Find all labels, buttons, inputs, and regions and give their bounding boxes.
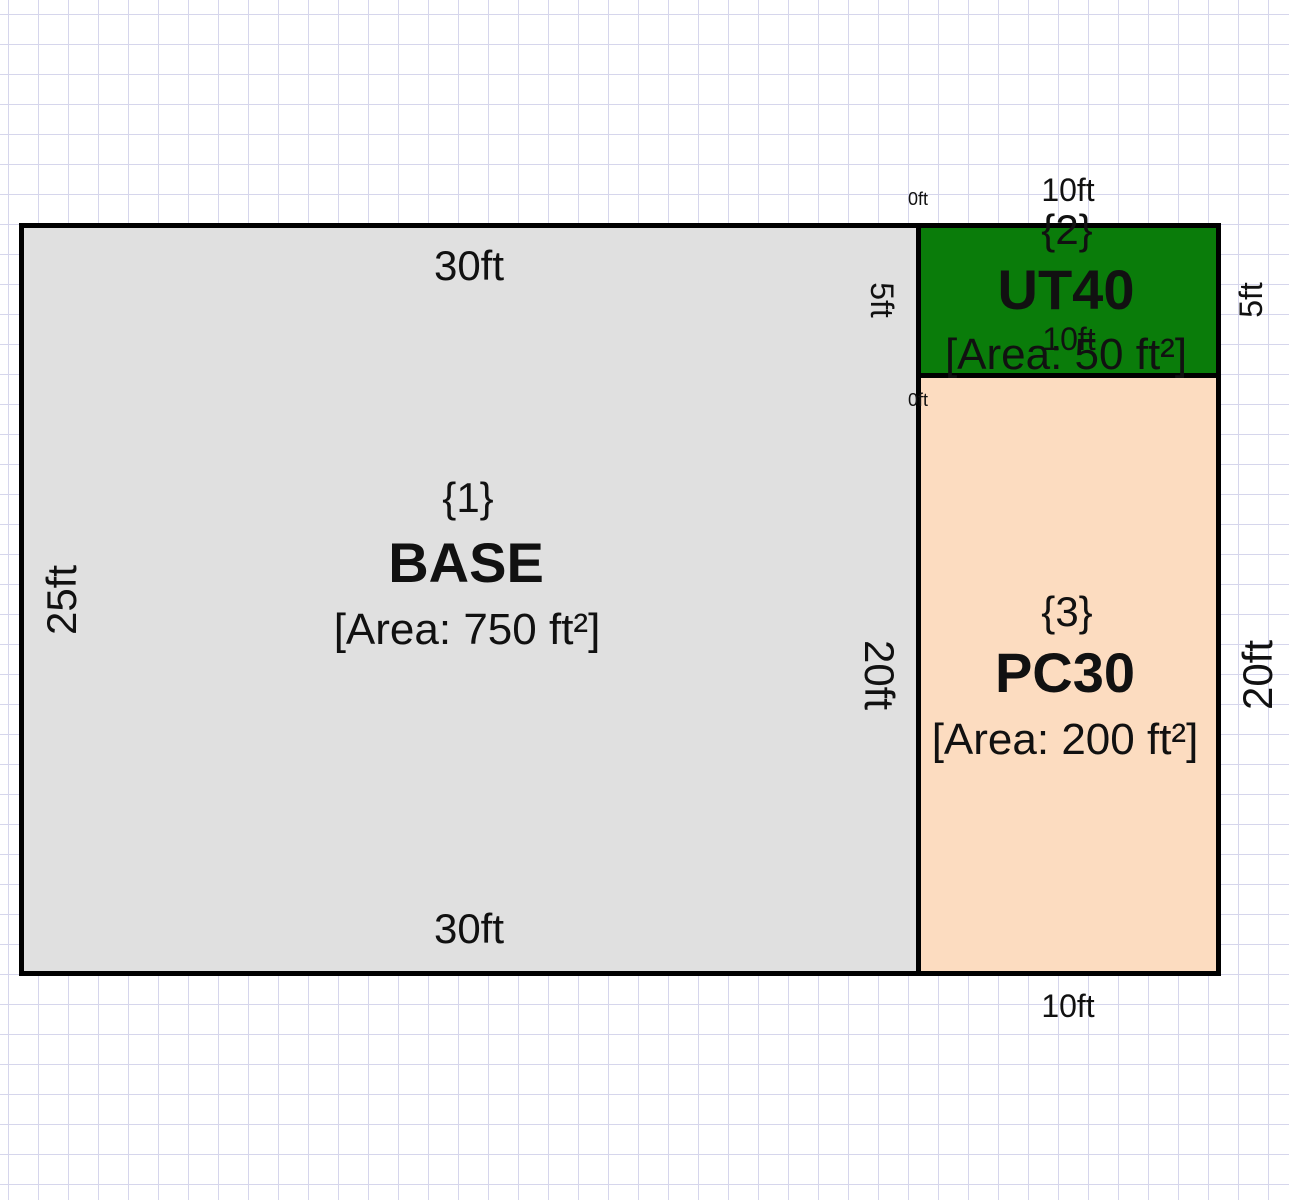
base-number: {1} <box>442 474 494 521</box>
pc30-bottom-dimension: 10ft <box>1041 988 1095 1024</box>
ut40-top-dimension: 10ft <box>1041 172 1095 208</box>
ut40-number: {2} <box>1041 206 1093 253</box>
base-left-dimension: 25ft <box>38 564 85 636</box>
pc30-number: {3} <box>1041 588 1093 635</box>
base-right-upper-dimension: 5ft <box>864 282 900 318</box>
ut40-bottom-dimension: 10ft <box>1042 321 1096 357</box>
ut40-right-dimension: 5ft <box>1233 282 1269 318</box>
pc30-corner-dimension: 0ft <box>907 390 929 410</box>
pc30-area: [Area: 200 ft²] <box>931 715 1199 764</box>
base-right-lower-dimension: 20ft <box>856 639 903 711</box>
ut40-corner-dimension: 0ft <box>907 189 929 209</box>
ut40-code: UT40 <box>997 258 1135 321</box>
base-area: [Area: 750 ft²] <box>333 605 601 654</box>
room-base[interactable] <box>19 223 921 976</box>
ut40-area: [Area: 50 ft²] <box>944 330 1188 379</box>
pc30-right-dimension: 20ft <box>1234 639 1281 711</box>
base-top-dimension: 30ft <box>433 242 505 289</box>
pc30-code: PC30 <box>994 641 1136 704</box>
base-code: BASE <box>388 531 544 594</box>
room-pc30[interactable] <box>916 373 1221 976</box>
base-bottom-dimension: 30ft <box>433 905 505 952</box>
